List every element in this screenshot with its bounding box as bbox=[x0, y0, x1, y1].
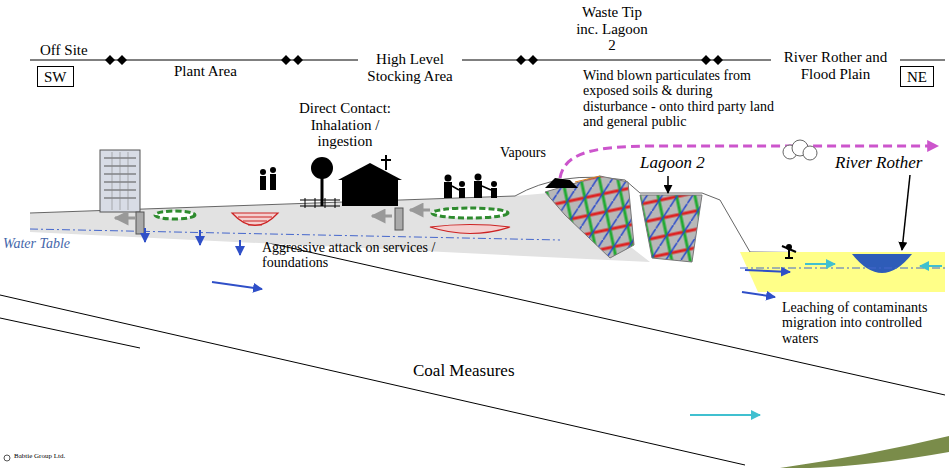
people-part bbox=[452, 186, 491, 190]
annotation-label: Lagoon 2 bbox=[640, 154, 705, 173]
migration-arrows-part bbox=[742, 292, 775, 297]
people-part bbox=[444, 182, 452, 198]
building-part bbox=[100, 150, 140, 212]
house-and-tree-part bbox=[300, 198, 340, 208]
contaminated-pockets-part bbox=[232, 213, 278, 226]
brand-swoosh bbox=[4, 436, 949, 468]
tip-heap bbox=[545, 176, 600, 188]
made-ground bbox=[30, 177, 945, 262]
contaminated-pockets-part bbox=[238, 217, 272, 225]
migration-arrows-part bbox=[212, 282, 262, 289]
annotation-label: Aggressive attack on services / foundati… bbox=[262, 240, 462, 271]
tip-heap-part bbox=[545, 178, 578, 188]
windblown-dust-part bbox=[783, 140, 817, 160]
people-part bbox=[270, 167, 276, 173]
annotation-label: Direct Contact: Inhalation / ingestion bbox=[291, 100, 399, 150]
windblown-dust bbox=[560, 140, 938, 178]
building bbox=[100, 150, 144, 234]
house-and-tree-part bbox=[381, 155, 391, 170]
compass-label: SW bbox=[44, 69, 67, 86]
annotation-label: Waste Tip inc. Lagoon 2 bbox=[570, 4, 654, 54]
compass-label: NE bbox=[907, 69, 927, 86]
compass-box: NE bbox=[900, 66, 934, 87]
house-and-tree bbox=[300, 155, 403, 230]
migration-arrows-part bbox=[690, 414, 760, 416]
contaminated-pockets-part bbox=[430, 225, 510, 234]
people-part bbox=[782, 246, 796, 258]
migration-arrows-part bbox=[920, 265, 942, 267]
house-and-tree-part bbox=[338, 163, 402, 180]
annotation-label: River Rother and Flood Plain bbox=[771, 49, 900, 82]
flood-plain-part bbox=[740, 252, 945, 292]
waste-tip-lagoon-part bbox=[545, 176, 634, 258]
windblown-dust-part-part bbox=[803, 146, 817, 160]
annotation-label: Vapours bbox=[500, 145, 546, 160]
waste-tip-lagoon-part bbox=[640, 195, 702, 262]
people-part bbox=[445, 175, 452, 182]
annotation-label: High Level Stocking Area bbox=[358, 51, 462, 84]
annotation-label: River Rother bbox=[835, 154, 922, 173]
migration-arrows-part bbox=[115, 217, 135, 220]
annotation-label: Coal Measures bbox=[413, 362, 515, 381]
water-table bbox=[30, 229, 945, 268]
people-part bbox=[475, 174, 482, 181]
annotation-label: Off Site bbox=[38, 42, 90, 59]
building-part bbox=[112, 152, 128, 210]
windblown-dust-part bbox=[560, 146, 938, 178]
annotation-label: Babtie Group Ltd. bbox=[14, 453, 65, 461]
buried-tanks-part bbox=[432, 208, 508, 218]
annotation-label: Water Table bbox=[3, 236, 70, 251]
building-part bbox=[136, 212, 144, 234]
people-part bbox=[260, 169, 266, 175]
coal-measures-strata-part bbox=[0, 318, 140, 348]
house-and-tree-part bbox=[321, 176, 324, 206]
people-part bbox=[459, 188, 465, 198]
migration-arrows-part bbox=[745, 270, 790, 272]
flood-plain-part bbox=[852, 254, 912, 273]
flood-plain bbox=[740, 175, 945, 292]
compass-box: SW bbox=[37, 66, 74, 87]
tip-heap-part bbox=[575, 176, 600, 182]
people-part bbox=[491, 181, 497, 187]
annotation-label: Leaching of contaminants migration into … bbox=[780, 300, 949, 346]
brand-swoosh-part bbox=[780, 436, 949, 468]
migration-arrows-part bbox=[199, 230, 201, 245]
coal-measures-strata-part bbox=[0, 295, 745, 465]
annotation-label: Plant Area bbox=[172, 63, 239, 80]
people-part bbox=[474, 181, 482, 198]
contaminated-pockets bbox=[232, 213, 510, 234]
waste-tip-lagoon-part bbox=[667, 176, 669, 193]
house-and-tree-part bbox=[395, 208, 403, 230]
brand-swoosh-part bbox=[4, 455, 10, 461]
migration-arrows-part bbox=[410, 209, 430, 212]
water-table-part bbox=[740, 268, 945, 269]
annotation-label: Wind blown particulates from exposed soi… bbox=[583, 68, 778, 130]
buried-tanks-part bbox=[155, 211, 195, 219]
migration-arrows-part bbox=[239, 240, 241, 255]
people-part bbox=[459, 181, 465, 187]
house-and-tree-part bbox=[311, 157, 333, 179]
migration-arrows-part bbox=[144, 228, 146, 242]
flood-plain-part bbox=[902, 175, 910, 250]
made-ground-part bbox=[30, 177, 945, 254]
house-and-tree-part bbox=[342, 178, 398, 206]
migration-arrows-part bbox=[805, 263, 835, 265]
waste-tip-lagoon bbox=[545, 176, 702, 262]
people-part bbox=[270, 174, 276, 190]
migration-arrows-part bbox=[372, 215, 392, 218]
people-part bbox=[491, 188, 497, 198]
buried-tanks bbox=[155, 208, 508, 219]
people-part bbox=[260, 176, 266, 190]
